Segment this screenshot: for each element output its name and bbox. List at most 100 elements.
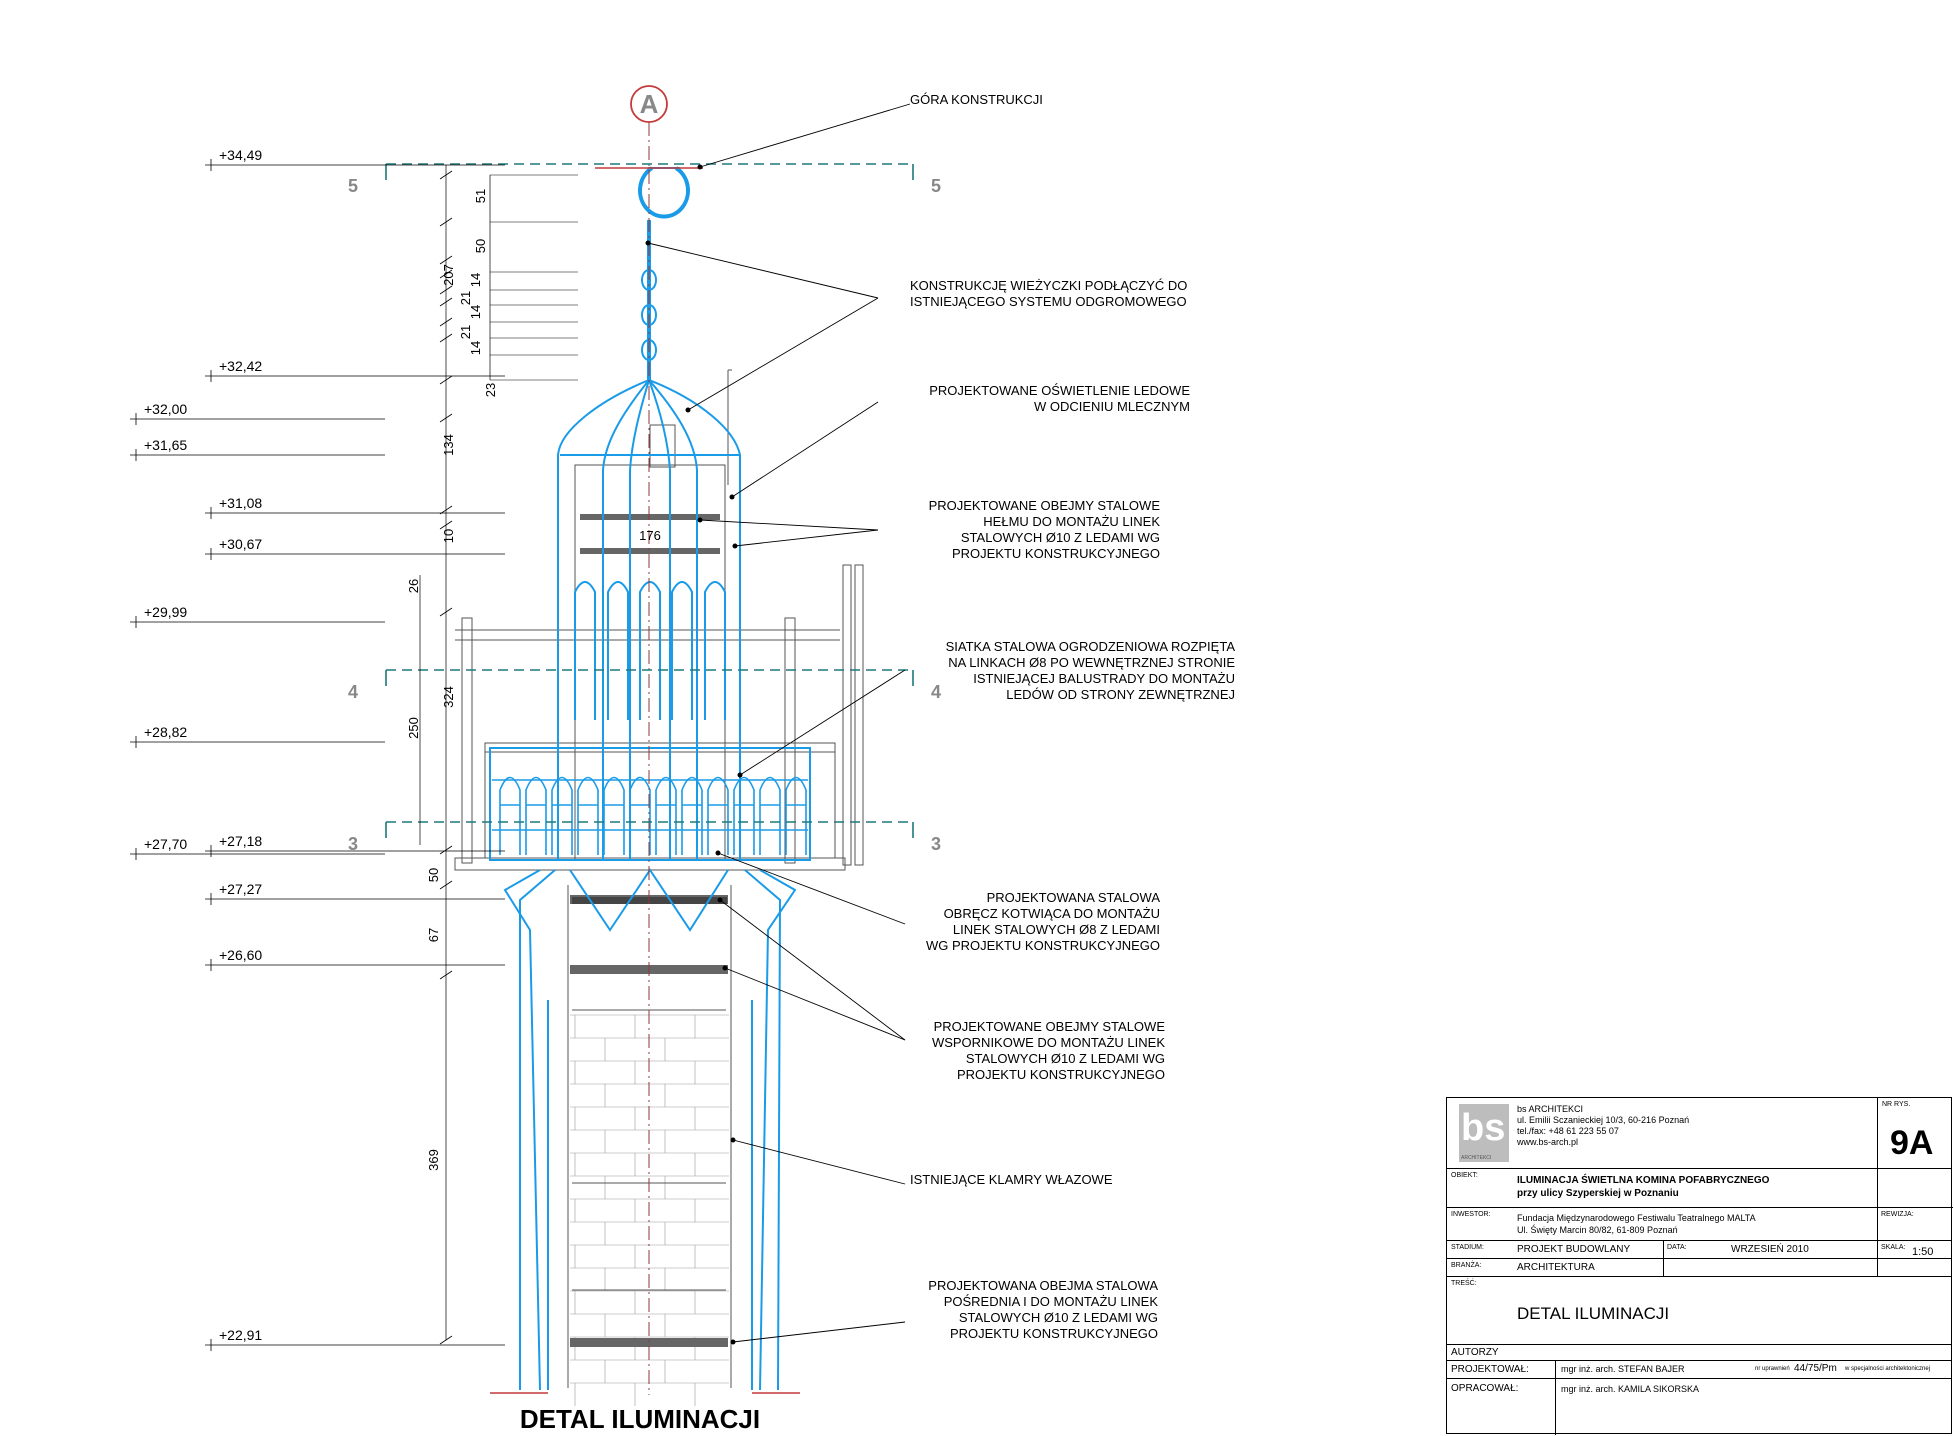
note-line: OBRĘCZ KOTWIĄCA DO MONTAŻU [944,906,1160,921]
dimension-label: 324 [441,686,456,708]
dimension-label: 21 [458,325,473,339]
led-lighting [489,166,811,1391]
dimension-label: 23 [483,383,498,397]
level-mark: +30,67 [205,536,505,560]
branza-label: BRANŻA: [1451,1262,1482,1269]
level-mark: +32,00 [130,401,385,425]
level-label: +26,60 [219,947,262,963]
dimension-label: 21 [458,291,473,305]
data-label: DATA: [1667,1244,1687,1251]
level-label: +27,70 [144,836,187,852]
dimension-label: 134 [441,434,456,456]
level-mark: +28,82 [130,724,385,748]
firm-logo: bs ARCHITEKCI [1459,1104,1509,1162]
firm-row: bs ARCHITEKCI bs ARCHITEKCI ul. Emilii S… [1447,1098,1951,1169]
projektowal-row: PROJEKTOWAŁ: mgr inż. arch. STEFAN BAJER… [1447,1361,1951,1435]
note-line: ISTNIEJĄCEGO SYSTEMU ODGROMOWEGO [910,294,1187,309]
firm-phone: tel./fax: +48 61 223 55 07 [1517,1126,1619,1136]
obiekt-line-1: ILUMINACJA ŚWIETLNA KOMINA POFABRYCZNEGO [1517,1175,1770,1186]
level-label: +30,67 [219,536,262,552]
note-line: WG PROJEKTU KONSTRUKCYJNEGO [926,938,1160,953]
tresc-label: TREŚĆ: [1451,1280,1477,1287]
section-mark: 5 [931,176,941,196]
note-line: ISTNIEJĄCE KLAMRY WŁAZOWE [910,1172,1113,1187]
level-label: +34,49 [219,147,262,163]
obiekt-row: OBIEKT: ILUMINACJA ŚWIETLNA KOMINA POFAB… [1447,1169,1877,1208]
axis-marker-a: A [630,85,668,123]
stadium-row: STADIUM: PROJEKT BUDOWLANY DATA: WRZESIE… [1447,1241,1951,1277]
level-label: +27,18 [219,833,262,849]
level-mark: +27,27 [205,881,505,905]
obiekt-label: OBIEKT: [1451,1172,1478,1179]
inwestor-row: INWESTOR: Fundacja Międzynarodowego Fest… [1447,1208,1951,1241]
stadium-label: STADIUM: [1451,1244,1484,1251]
dimension-label: 50 [473,239,488,253]
note-line: NA LINKACH Ø8 PO WEWNĘTRZNEJ STRONIE [948,655,1235,670]
annotation-note: ISTNIEJĄCE KLAMRY WŁAZOWE [730,1137,1113,1187]
branza-row: BRANŻA: ARCHITEKTURA [1447,1259,1951,1277]
level-label: +28,82 [144,724,187,740]
level-mark: +26,60 [205,947,505,971]
uprawnienia-note: w specjalności architektonicznej [1845,1366,1931,1372]
note-line: PROJEKTU KONSTRUKCYJNEGO [957,1067,1165,1082]
note-line: STALOWYCH Ø10 Z LEDAMI WG [961,530,1160,545]
level-label: +31,08 [219,495,262,511]
note-line: PROJEKTU KONSTRUKCYJNEGO [950,1326,1158,1341]
note-line: STALOWYCH Ø10 Z LEDAMI WG [966,1051,1165,1066]
annotation-note: GÓRA KONSTRUKCJI [697,92,1043,170]
svg-text:A: A [640,89,659,119]
note-line: PROJEKTOWANA OBEJMA STALOWA [928,1278,1158,1293]
inwestor-line-2: Ul. Święty Marcin 80/82, 61-809 Poznań [1517,1225,1678,1235]
dimension-label: 207 [441,264,456,286]
branza-value: ARCHITEKTURA [1517,1262,1595,1273]
note-line: PROJEKTOWANE OŚWIETLENIE LEDOWE [929,383,1190,398]
inwestor-label: INWESTOR: [1451,1211,1491,1218]
section-mark: 3 [931,834,941,854]
level-mark: +29,99 [130,604,385,628]
autorzy-row: AUTORZY [1447,1345,1951,1361]
level-label: +31,65 [144,437,187,453]
section-mark: 3 [348,834,358,854]
opracowal-value: mgr inż. arch. KAMILA SIKORSKA [1561,1384,1700,1394]
annotation-notes: GÓRA KONSTRUKCJI KONSTRUKCJĘ WIEŻYCZKI PO… [645,92,1236,1345]
level-label: +32,42 [219,358,262,374]
tresc-row: TREŚĆ: DETAL ILUMINACJI [1447,1277,1951,1345]
logo-sub: ARCHITEKCI [1461,1155,1492,1161]
dimension-label: 176 [639,528,661,543]
level-mark: +34,49 [205,147,505,171]
title-block: bs ARCHITEKCI bs ARCHITEKCI ul. Emilii S… [1446,1097,1953,1435]
annotation-note: KONSTRUKCJĘ WIEŻYCZKI PODŁĄCZYĆ DOISTNIE… [645,240,1187,413]
firm-web: www.bs-arch.pl [1517,1137,1579,1147]
inwestor-line-1: Fundacja Międzynarodowego Festiwalu Teat… [1517,1213,1756,1223]
note-line: SIATKA STALOWA OGRODZENIOWA ROZPIĘTA [946,639,1236,654]
level-label: +27,27 [219,881,262,897]
level-label: +29,99 [144,604,187,620]
dimension-label: 67 [426,928,441,942]
note-line: STALOWYCH Ø10 Z LEDAMI WG [959,1310,1158,1325]
level-mark: +31,08 [205,495,505,519]
logo-text: bs [1461,1107,1506,1149]
projektowal-value: mgr inż. arch. STEFAN BAJER [1561,1364,1685,1374]
firm-address: ul. Emilii Sczanieckiej 10/3, 60-216 Poz… [1517,1115,1690,1125]
drawing-number-box: NR RYS. 9A [1877,1098,1953,1208]
level-mark: +31,65 [130,437,385,461]
level-label: +22,91 [219,1327,262,1343]
note-line: POŚREDNIA I DO MONTAŻU LINEK [944,1294,1159,1309]
note-line: PROJEKTOWANE OBEJMY STALOWE [929,498,1161,513]
note-line: W ODCIENIU MLECZNYM [1034,399,1190,414]
autorzy-label: AUTORZY [1451,1347,1499,1358]
skala-value: 1:50 [1912,1246,1934,1258]
section-mark: 5 [348,176,358,196]
dimension-label: 369 [426,1149,441,1171]
drawing-title: DETAL ILUMINACJI [520,1404,760,1434]
level-mark: +32,42 [205,358,505,382]
note-line: PROJEKTOWANE OBEJMY STALOWE [934,1019,1166,1034]
dimension-label: 26 [406,579,421,593]
dimension-label: 250 [406,717,421,739]
level-label: +32,00 [144,401,187,417]
dimension-label: 50 [426,868,441,882]
